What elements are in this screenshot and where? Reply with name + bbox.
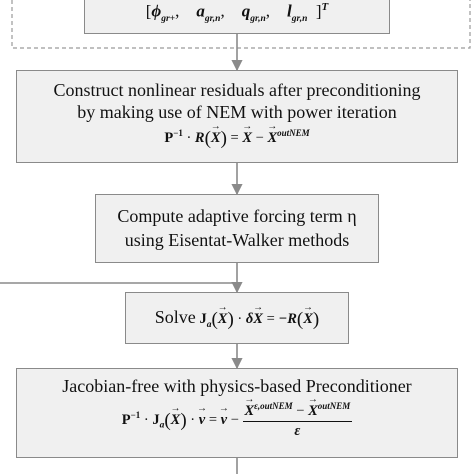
l-subscript: gr,n — [291, 14, 308, 25]
fraction-numerator: Xε,outNEM − XoutNEM — [242, 401, 353, 422]
forcing-line1: Compute adaptive forcing term η — [117, 206, 357, 226]
jfnk-box: Jacobian-free with physics-based Precond… — [16, 368, 458, 458]
eq-fraction: Xε,outNEM − XoutNEM ε — [242, 401, 353, 440]
eq-equals: = — [230, 130, 239, 146]
a-symbol: a — [196, 1, 205, 21]
eq-dot: · — [237, 311, 243, 327]
state-vector-box: [ϕgr+, agr,n, qgr,n, lgr,n ]T — [84, 0, 390, 34]
eq-equals: = — [208, 411, 217, 428]
eq-v: v — [199, 412, 205, 429]
jfnk-title: Jacobian-free with physics-based Precond… — [62, 376, 412, 396]
eq-dot: · — [190, 411, 196, 428]
transpose-mark: T — [321, 1, 329, 13]
eq-outnem-superscript: outNEM — [277, 128, 310, 139]
separator: , — [220, 1, 225, 21]
q-subscript: gr,n — [250, 14, 266, 25]
eq-outnem-superscript: outNEM — [317, 401, 351, 411]
eq-minus: − — [255, 130, 264, 146]
eq-j: J — [199, 311, 207, 327]
eq-dot: · — [186, 130, 192, 146]
eq-p: P — [164, 130, 174, 146]
eq-minus-r: −R — [278, 311, 297, 327]
eq-x: X — [253, 311, 263, 328]
a-subscript: gr,n — [204, 14, 221, 25]
eq-p-exponent: −1 — [130, 409, 141, 420]
l-symbol: l — [287, 1, 292, 21]
eq-j: J — [152, 411, 160, 428]
eq-x: X — [211, 130, 221, 147]
eq-x-outnem: X — [308, 403, 318, 420]
eq-p: P — [121, 411, 131, 428]
forcing-term-box: Compute adaptive forcing term η using Ei… — [95, 194, 379, 263]
solve-box: Solve Ja(X) · δX = −R(X) — [125, 292, 349, 344]
separator: , — [175, 1, 180, 21]
eq-x: X — [242, 130, 252, 147]
eq-eps-outnem-superscript: ε,outNEM — [254, 401, 293, 411]
state-vector: [ϕgr+, agr,n, qgr,n, lgr,n ]T — [85, 0, 389, 24]
open-bracket: [ — [145, 1, 152, 21]
eq-epsilon: ε — [294, 422, 301, 439]
dashed-group-border — [11, 0, 471, 49]
eq-v: v — [221, 412, 227, 429]
solve-label: Solve — [154, 307, 196, 327]
eq-r: R — [194, 130, 205, 146]
eq-equals: = — [266, 311, 275, 327]
jfnk-equation: P−1 · Ja(X) · v = v − Xε,outNEM − XoutNE… — [17, 401, 457, 440]
eq-x: X — [303, 311, 313, 328]
solve-equation: Solve Ja(X) · δX = −R(X) — [126, 306, 348, 331]
eq-x: X — [171, 412, 181, 429]
eq-x-eps: X — [245, 403, 255, 420]
eq-x: X — [218, 311, 228, 328]
eq-j-subscript: a — [206, 319, 212, 330]
phi-symbol: ϕ — [151, 1, 162, 21]
residual-line1: Construct nonlinear residuals after prec… — [53, 80, 421, 100]
close-bracket: ] — [315, 1, 322, 21]
residual-equation: P−1 · R(X) = X − XoutNEM — [17, 128, 457, 150]
eq-dot: · — [143, 411, 149, 428]
separator: , — [265, 1, 271, 21]
residual-line2: by making use of NEM with power iteratio… — [77, 102, 397, 122]
q-symbol: q — [241, 1, 251, 21]
eq-p-exponent: −1 — [173, 128, 183, 139]
residual-box: Construct nonlinear residuals after prec… — [16, 70, 458, 163]
eq-minus: − — [230, 411, 239, 428]
eq-x-outnem: X — [267, 130, 277, 147]
eq-j-subscript: a — [159, 420, 165, 431]
eq-delta: δ — [245, 311, 254, 327]
forcing-line2: using Eisentat-Walker methods — [124, 230, 350, 250]
fraction-denominator: ε — [243, 422, 353, 440]
eq-minus: − — [296, 402, 305, 419]
phi-subscript: gr+ — [161, 14, 176, 25]
